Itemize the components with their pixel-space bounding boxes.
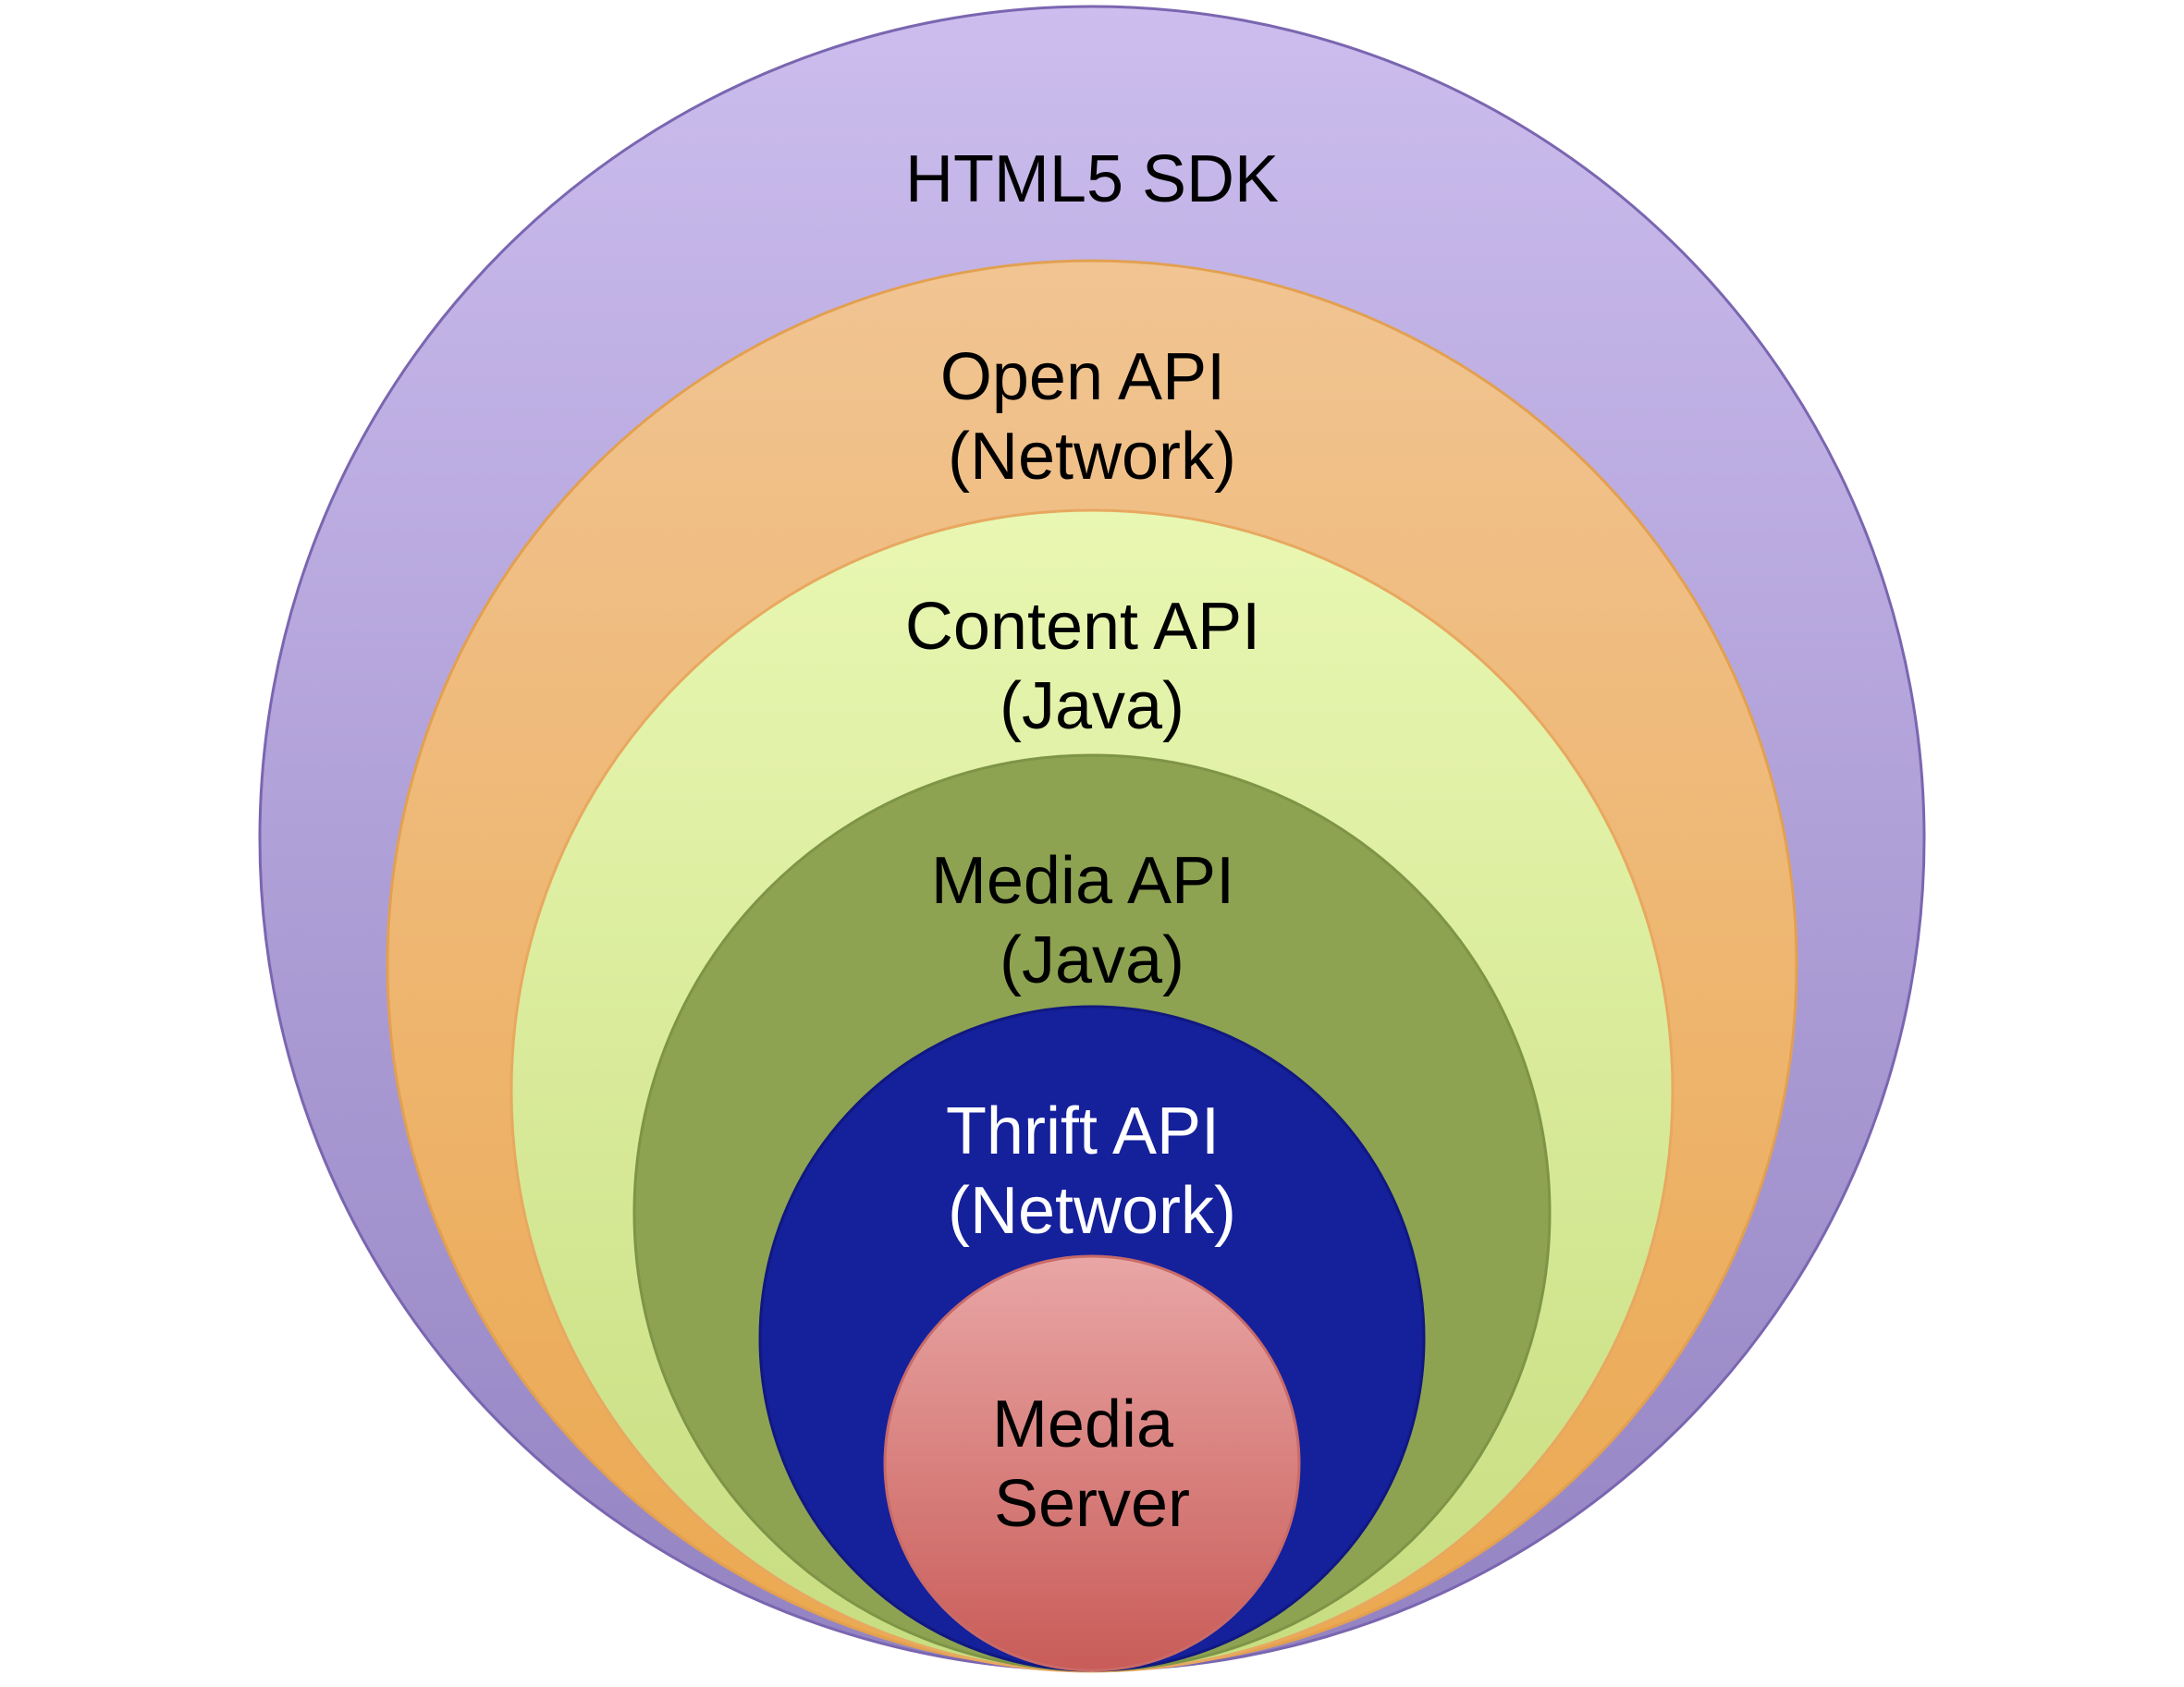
layer-content-api-label: Content API (Java) <box>905 590 1279 743</box>
layer-media-server-label: Media Server <box>992 1387 1192 1541</box>
layer-html5-sdk-label: HTML5 SDK <box>905 142 1279 216</box>
layer-open-api-label: Open API (Network) <box>940 340 1244 494</box>
layer-media-server: Media Server <box>883 1254 1301 1672</box>
layer-media-server-circle <box>883 1254 1301 1672</box>
layer-media-api-label: Media API (Java) <box>931 844 1253 997</box>
layer-thrift-api-label: Thrift API (Network) <box>946 1094 1238 1248</box>
